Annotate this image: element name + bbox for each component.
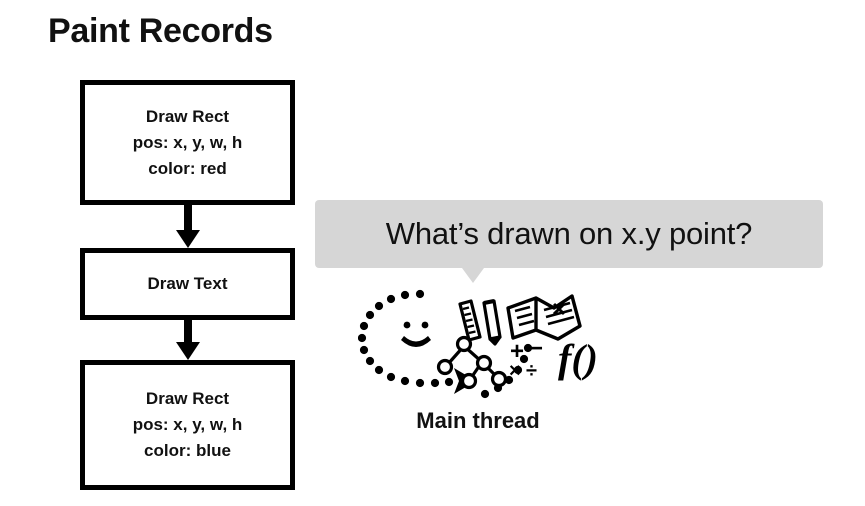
svg-text:+: + <box>510 338 524 365</box>
math-symbols-icon: + − × ÷ <box>509 335 543 382</box>
main-thread-label: Main thread <box>416 408 540 433</box>
record-line: Draw Rect <box>145 389 230 408</box>
paint-record-box-draw-rect-blue: Draw Rect pos: x, y, w, h color: blue <box>80 360 295 490</box>
record-line: Draw Rect <box>145 106 230 126</box>
record-line: color: blue <box>144 441 231 460</box>
svg-text:×: × <box>509 360 521 382</box>
svg-text:÷: ÷ <box>526 360 537 382</box>
speech-bubble-text: What’s drawn on x.y point? <box>385 216 753 251</box>
tree-graph-icon <box>436 335 508 390</box>
thinking-illustration: + − × ÷ f() <box>358 282 598 402</box>
svg-text:f(): f() <box>558 336 598 381</box>
paint-record-box-draw-text: Draw Text <box>80 248 295 320</box>
arrow-shaft <box>184 320 192 343</box>
open-book-icon <box>506 294 582 341</box>
down-arrow-icon <box>176 320 200 360</box>
speech-bubble: What’s drawn on x.y point? <box>315 200 823 268</box>
record-line: pos: x, y, w, h <box>132 132 243 152</box>
svg-text:−: − <box>529 335 543 362</box>
pencil-icon <box>482 299 502 346</box>
paint-record-box-draw-rect-red: Draw Rect pos: x, y, w, h color: red <box>80 80 295 205</box>
page-title: Paint Records <box>48 12 273 50</box>
smiley-face-icon <box>401 321 431 347</box>
arrow-head <box>176 342 200 360</box>
arrow-head <box>176 230 200 248</box>
ruler-icon <box>458 299 482 342</box>
record-line: pos: x, y, w, h <box>132 415 243 434</box>
arrow-shaft <box>184 205 192 230</box>
down-arrow-icon <box>176 205 200 248</box>
record-line: color: red <box>148 158 227 178</box>
function-notation-icon: f() <box>558 336 598 381</box>
speech-bubble-tail <box>462 268 484 283</box>
record-line: Draw Text <box>147 274 228 293</box>
